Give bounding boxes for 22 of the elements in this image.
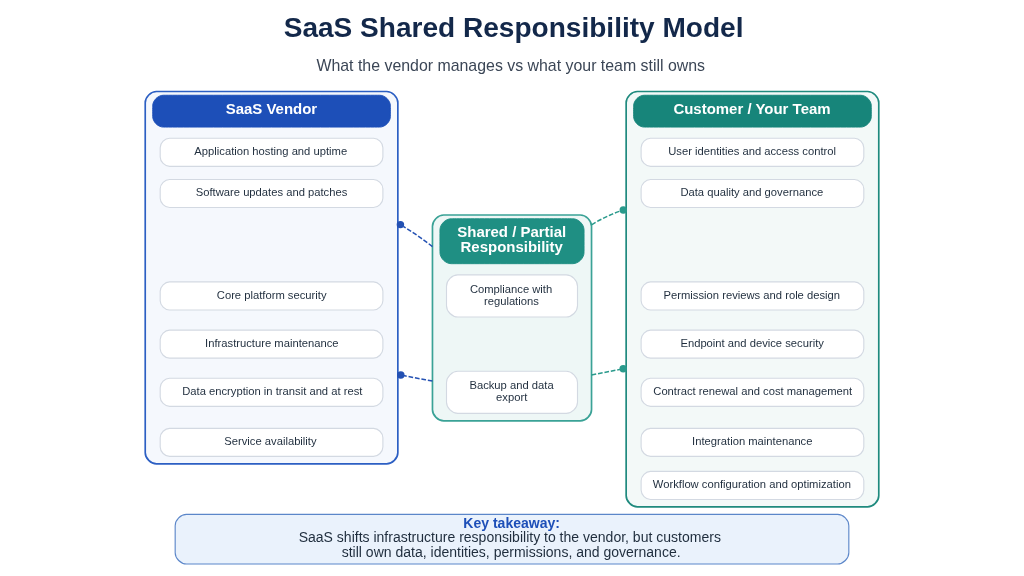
- node-box: Core platform security: [159, 281, 384, 311]
- connector: [590, 206, 628, 226]
- diagram-title: SaaS Shared Responsibility Model: [283, 12, 744, 44]
- node-box: Software updates and patches: [159, 178, 384, 209]
- node-box: Infrastructure maintenance: [159, 329, 384, 359]
- connector: [397, 371, 434, 382]
- node-box: Contract renewal and cost management: [640, 377, 865, 407]
- node-box: Compliance with regulations: [445, 274, 579, 318]
- node-box: Data quality and governance: [640, 178, 865, 209]
- node-box: Workflow configuration and optimization: [640, 470, 865, 500]
- node-box: Backup and data export: [445, 370, 579, 414]
- connector: [590, 365, 627, 376]
- node-box: Integration maintenance: [640, 427, 865, 457]
- label: What the vendor manages vs what your team still owns: [316, 57, 706, 75]
- node-box: Application hosting and uptime: [159, 137, 384, 167]
- node-box: Key takeaway: SaaS shifts infrastructure responsibility to the vendor, but customers still own data, identities, permissions, and governance.: [174, 513, 850, 565]
- connector: [396, 220, 434, 248]
- node-box: Service availability: [159, 427, 384, 457]
- node-box: Data encryption in transit and at rest: [159, 377, 384, 407]
- node-box: Endpoint and device security: [640, 329, 865, 359]
- node-box: Permission reviews and role design: [640, 281, 865, 311]
- node-box: User identities and access control: [640, 137, 865, 167]
